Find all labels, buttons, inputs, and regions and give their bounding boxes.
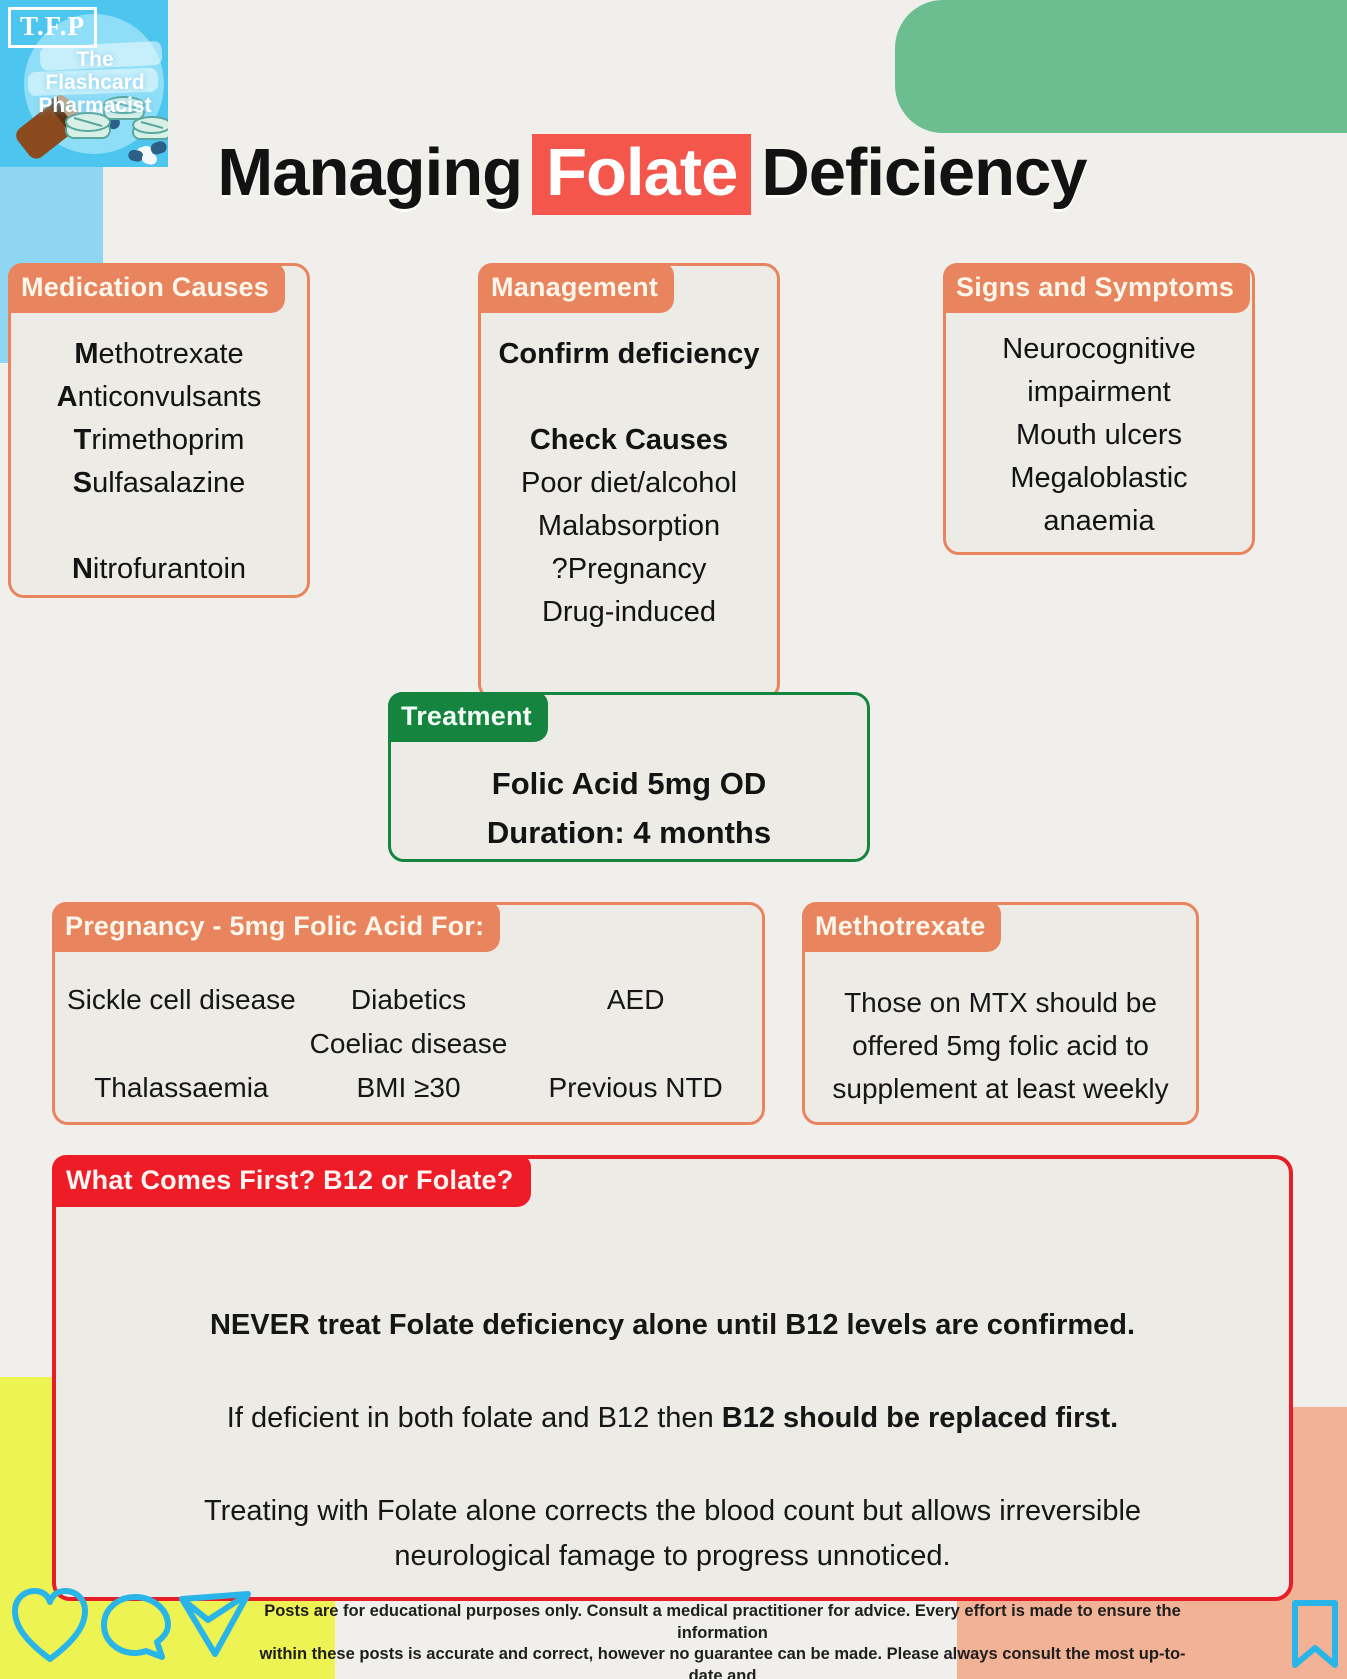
methotrexate-header: Methotrexate [802,902,1002,952]
treatment-duration: Duration: 4 months [486,815,772,850]
disclaimer-line: within these posts is accurate and corre… [259,1645,1186,1679]
medication-cause-item: Trimethoprim [73,424,245,456]
medication-cause-item: Methotrexate [74,338,244,370]
logo-brand-line: The [76,48,114,71]
logo-brand-name: The Flashcard Pharmacist [30,48,160,117]
management-check-causes: Check Causes [529,424,729,456]
methotrexate-advice: Those on MTX should be offered 5mg folic… [832,987,1169,1104]
b12-never-treat-line: NEVER treat Folate deficiency alone unti… [209,1309,1136,1341]
b12-folate-details: NEVER treat Folate deficiency alone unti… [56,1159,1289,1579]
management-cause-item: Drug-induced [541,596,717,628]
bookmark-icon[interactable] [1288,1598,1342,1670]
medication-causes-list: Methotrexate Anticonvulsants Trimethopri… [11,266,307,591]
heart-icon[interactable] [8,1583,92,1669]
medication-cause-item: Anticonvulsants [56,381,262,413]
signs-symptoms-list: Neurocognitive impairment Mouth ulcers M… [946,266,1252,543]
pregnancy-box: Pregnancy - 5mg Folic Acid For: Sickle c… [52,902,765,1125]
pregnancy-item: Sickle cell disease [66,984,296,1015]
b12-folate-box: What Comes First? B12 or Folate? NEVER t… [52,1155,1293,1601]
management-cause-item: ?Pregnancy [551,553,707,585]
management-box: Management Confirm deficiency Check Caus… [478,263,780,700]
tablet-icons [65,96,168,140]
logo-brand-line: Pharmacist [38,94,152,117]
pregnancy-item: AED [606,984,665,1015]
logo-art-icon [0,0,168,167]
sign-item: Megaloblastic anaemia [1010,462,1188,537]
pregnancy-item: Thalassaemia [94,1072,269,1103]
b12-neurological-line: Treating with Folate alone corrects the … [203,1495,1142,1572]
pregnancy-item: Coeliac disease [309,1028,508,1059]
management-confirm: Confirm deficiency [498,338,760,370]
b12-line2-normal: If deficient in both folate and B12 then [226,1402,722,1434]
footer-disclaimer: Posts are for educational purposes only.… [255,1601,1190,1679]
title-pre: Managing [217,135,523,210]
logo-brand-line: Flashcard [45,71,145,94]
b12-replace-first-line: If deficient in both folate and B12 then… [56,1400,1289,1437]
treatment-header: Treatment [388,692,548,742]
methotrexate-box: Methotrexate Those on MTX should be offe… [802,902,1199,1125]
pregnancy-indications-grid: Sickle cell disease Diabetics AED Coelia… [55,905,762,1109]
share-icon[interactable] [172,1584,258,1668]
pregnancy-item-empty [65,1022,298,1065]
sign-item: Mouth ulcers [1015,419,1182,451]
medication-causes-box: Medication Causes Methotrexate Anticonvu… [8,263,310,598]
management-cause-item: Poor diet/alcohol [520,467,738,499]
comment-icon[interactable] [98,1590,174,1666]
sign-item: Neurocognitive impairment [1002,333,1196,408]
signs-symptoms-header: Signs and Symptoms [943,263,1251,313]
pregnancy-item: Previous NTD [548,1072,723,1103]
signs-symptoms-box: Signs and Symptoms Neurocognitive impair… [943,263,1255,555]
management-cause-item: Malabsorption [537,510,721,542]
logo-initials: T.F.P [8,7,98,48]
pregnancy-item-empty [519,1022,752,1065]
management-header: Management [478,263,675,313]
treatment-dose: Folic Acid 5mg OD [491,766,767,801]
treatment-details: Folic Acid 5mg OD Duration: 4 months [391,695,867,857]
title-post: Deficiency [761,135,1087,210]
green-top-bar-decoration [895,0,1347,133]
b12-line2-bold: B12 should be replaced first. [721,1402,1119,1434]
flashcard-pharmacist-logo: T.F.P The Flashcard Pharmacist [0,0,168,167]
title-highlight-folate: Folate [532,134,752,215]
b12-folate-header: What Comes First? B12 or Folate? [52,1155,532,1207]
medication-causes-header: Medication Causes [8,263,285,313]
medication-cause-item: Sulfasalazine [72,467,246,499]
treatment-box: Treatment Folic Acid 5mg OD Duration: 4 … [388,692,870,862]
pregnancy-item: BMI ≥30 [356,1072,461,1103]
disclaimer-line: Posts are for educational purposes only.… [264,1602,1181,1642]
pregnancy-item: Diabetics [350,984,467,1015]
management-list: Confirm deficiency Check Causes Poor die… [481,266,777,634]
medication-cause-item: Nitrofurantoin [71,553,247,585]
pregnancy-header: Pregnancy - 5mg Folic Acid For: [52,902,501,952]
